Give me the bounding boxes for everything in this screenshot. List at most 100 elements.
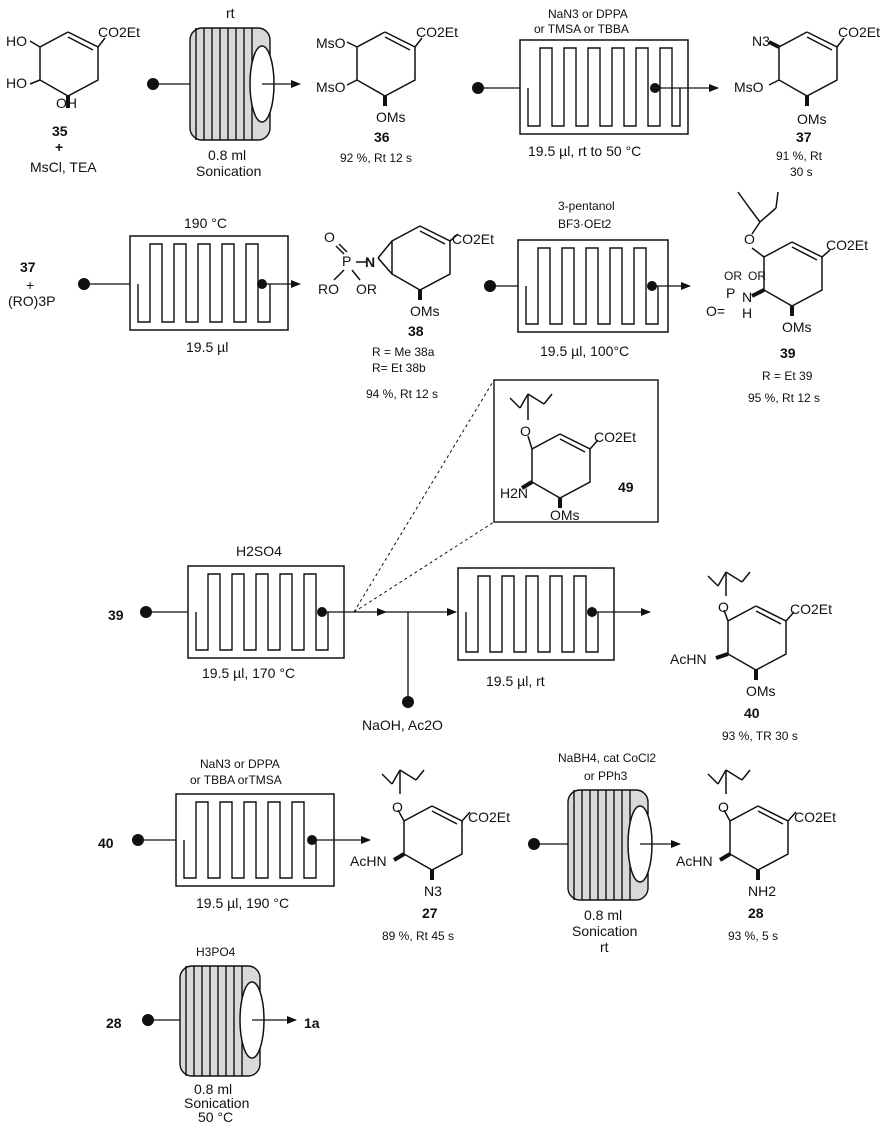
- cmp27-num: 27: [422, 905, 438, 921]
- cmp38-ro: RO: [318, 281, 339, 297]
- reactor4-bottom: 19.5 µl, 170 °C: [202, 665, 295, 681]
- cmp37-mso: MsO: [734, 79, 764, 95]
- cmp40-ester: CO2Et: [790, 601, 832, 617]
- cmp38-r1: R = Me 38a: [372, 345, 435, 359]
- cmp27-achn: AcHN: [350, 853, 387, 869]
- cmp36-ester: CO2Et: [416, 24, 458, 40]
- cmp39-oms: OMs: [782, 319, 812, 335]
- coil2-vol: 0.8 ml: [584, 907, 622, 923]
- cmp28-nh2: NH2: [748, 883, 776, 899]
- cmp39-or1: OR: [724, 269, 742, 283]
- coil2-cond2: or PPh3: [584, 769, 628, 783]
- cmp35-ester: CO2Et: [98, 24, 140, 40]
- cmp39-p: P: [726, 285, 735, 301]
- cmp40-oms: OMs: [746, 683, 776, 699]
- row4-start: 40: [98, 835, 114, 851]
- coil2-temp: rt: [600, 939, 609, 955]
- compound-40: O AcHN OMs CO2Et 40 93 %, TR 30 s: [670, 571, 832, 743]
- chip-reactor-3: 3-pentanol BF3·OEt2 19.5 µl, 100°C: [484, 199, 691, 359]
- cmp40-yield: 93 %, TR 30 s: [722, 729, 798, 743]
- compound-38: O P N RO OR OMs CO2Et 38 R = Me 38a R= E…: [318, 225, 494, 401]
- inset-num: 49: [618, 479, 634, 495]
- cmp39-nh: N: [742, 289, 752, 305]
- chip-reactor-6: NaN3 or DPPA or TBBA orTMSA 19.5 µl, 190…: [132, 757, 371, 911]
- cmp38-num: 38: [408, 323, 424, 339]
- cmp36-num: 36: [374, 129, 390, 145]
- coil1-mode: Sonication: [196, 163, 261, 179]
- cmp27-o: O: [392, 799, 403, 815]
- reactor3-bottom: 19.5 µl, 100°C: [540, 343, 629, 359]
- cmp28-ester: CO2Et: [794, 809, 836, 825]
- cmp39-yield: 95 %, Rt 12 s: [748, 391, 820, 405]
- cmp38-yield: 94 %, Rt 12 s: [366, 387, 438, 401]
- cmp37-yield2: 30 s: [790, 165, 813, 179]
- coil3-mode: Sonication: [184, 1095, 249, 1111]
- reactor3-cond1: 3-pentanol: [558, 199, 615, 213]
- coil1-cond-top: rt: [226, 5, 235, 21]
- cmp36-yield: 92 %, Rt 12 s: [340, 151, 412, 165]
- cmp35-num: 35: [52, 123, 68, 139]
- cmp37-n3: N3: [752, 33, 770, 49]
- cmp39-ester: CO2Et: [826, 237, 868, 253]
- reactor2-bottom: 19.5 µl: [186, 339, 228, 355]
- row3-start: 39: [108, 607, 124, 623]
- row5-product: 1a: [304, 1015, 320, 1031]
- cmp27-ester: CO2Et: [468, 809, 510, 825]
- coil-reactor-2: NaBH4, cat CoCl2 or PPh3 0.8 ml Sonicati…: [528, 751, 681, 955]
- cmp36-mso1: MsO: [316, 35, 346, 51]
- cmp35-ho2: HO: [6, 75, 27, 91]
- reactor6-cond2: or TBBA orTMSA: [190, 773, 282, 787]
- cmp39-num: 39: [780, 345, 796, 361]
- cmp38-or: OR: [356, 281, 377, 297]
- chip-reactor-1: NaN3 or DPPA or TMSA or TBBA 19.5 µl, rt…: [472, 7, 719, 159]
- coil1-vol: 0.8 ml: [208, 147, 246, 163]
- cmp28-yield: 93 %, 5 s: [728, 929, 778, 943]
- cmp39-h: H: [742, 305, 752, 321]
- chip-reactor-5: 19.5 µl, rt: [457, 567, 651, 689]
- cmp39-o: O=: [706, 303, 725, 319]
- cmp38-o: O: [324, 229, 335, 245]
- cmp40-num: 40: [744, 705, 760, 721]
- cmp38-r2: R= Et 38b: [372, 361, 426, 375]
- inset-o: O: [520, 423, 531, 439]
- cmp38-oms: OMs: [410, 303, 440, 319]
- cmp27-yield: 89 %, Rt 45 s: [382, 929, 454, 943]
- chip-reactor-4: H2SO4 19.5 µl, 170 °C: [140, 379, 495, 681]
- coil3-cond: H3PO4: [196, 945, 236, 959]
- cmp40-o: O: [718, 599, 729, 615]
- cmp36-oms: OMs: [376, 109, 406, 125]
- row2-start-num: 37: [20, 259, 36, 275]
- reactor3-cond2: BF3·OEt2: [558, 217, 612, 231]
- reactor2-cond: 190 °C: [184, 215, 227, 231]
- cmp37-ester: CO2Et: [838, 24, 880, 40]
- cmp27-n3: N3: [424, 883, 442, 899]
- cmp39-or2: OR: [748, 269, 766, 283]
- coil3-vol: 0.8 ml: [194, 1081, 232, 1097]
- cmp38-n: N: [365, 254, 375, 270]
- compound-35: HO HO OH CO2Et 35 + MsCl, TEA: [6, 24, 140, 175]
- reactor1-cond1: NaN3 or DPPA: [548, 7, 628, 21]
- naoh-feed: NaOH, Ac2O: [362, 612, 443, 733]
- compound-36: MsO MsO OMs CO2Et 36 92 %, Rt 12 s: [316, 24, 458, 165]
- cmp38-p: P: [342, 253, 351, 269]
- row2-start: 37 + (RO)3P: [8, 259, 55, 309]
- cmp28-num: 28: [748, 905, 764, 921]
- reactor5-bottom: 19.5 µl, rt: [486, 673, 545, 689]
- cmp37-num: 37: [796, 129, 812, 145]
- row2-start-plus: +: [26, 277, 34, 293]
- cmp35-oh: OH: [56, 95, 77, 111]
- compound-27: O AcHN N3 CO2Et 27 89 %, Rt 45 s: [350, 769, 510, 943]
- cmp37-yield1: 91 %, Rt: [776, 149, 823, 163]
- cmp37-oms: OMs: [797, 111, 827, 127]
- inset-h2n: H2N: [500, 485, 528, 501]
- cmp35-ho1: HO: [6, 33, 27, 49]
- reactor1-bottom: 19.5 µl, rt to 50 °C: [528, 143, 641, 159]
- reactor4-cond-text: H2SO4: [236, 543, 282, 559]
- compound-28: O AcHN NH2 CO2Et 28 93 %, 5 s: [676, 769, 836, 943]
- cmp40-achn: AcHN: [670, 651, 707, 667]
- inset-ester: CO2Et: [594, 429, 636, 445]
- chip-reactor-2: 190 °C 19.5 µl: [78, 215, 301, 355]
- row2-start-reagent: (RO)3P: [8, 293, 55, 309]
- coil-reactor-3: H3PO4 0.8 ml Sonication 50 °C: [142, 945, 297, 1125]
